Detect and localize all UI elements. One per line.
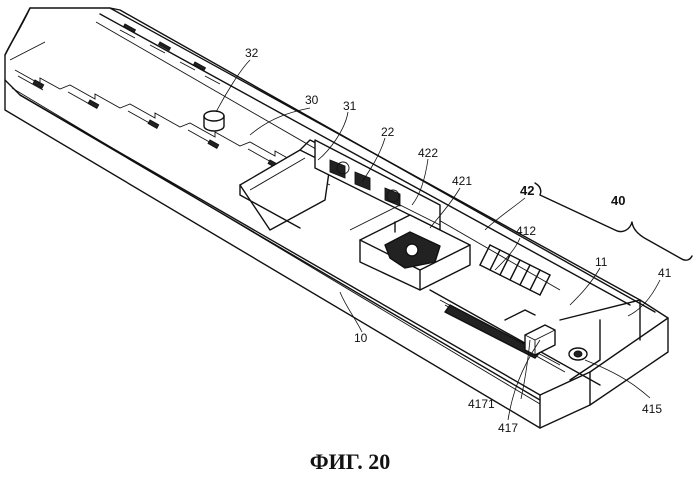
label-32: 32 xyxy=(245,46,259,60)
figure-caption: ФИГ. 20 xyxy=(0,449,700,475)
pin-32 xyxy=(204,111,224,131)
label-421: 421 xyxy=(452,174,472,188)
spring-42 xyxy=(480,245,550,295)
label-41: 41 xyxy=(658,266,672,280)
label-22: 22 xyxy=(381,125,395,139)
rail-housing xyxy=(5,8,668,428)
label-10: 10 xyxy=(354,331,368,345)
label-42: 42 xyxy=(520,183,534,198)
label-30: 30 xyxy=(305,93,319,107)
label-417: 417 xyxy=(498,421,518,435)
label-4171: 4171 xyxy=(468,397,495,411)
label-415: 415 xyxy=(642,402,662,416)
label-412: 412 xyxy=(516,224,536,238)
label-40: 40 xyxy=(611,193,625,208)
label-422: 422 xyxy=(418,146,438,160)
label-11: 11 xyxy=(595,255,608,269)
cam-block xyxy=(350,205,470,290)
label-31: 31 xyxy=(343,99,357,113)
